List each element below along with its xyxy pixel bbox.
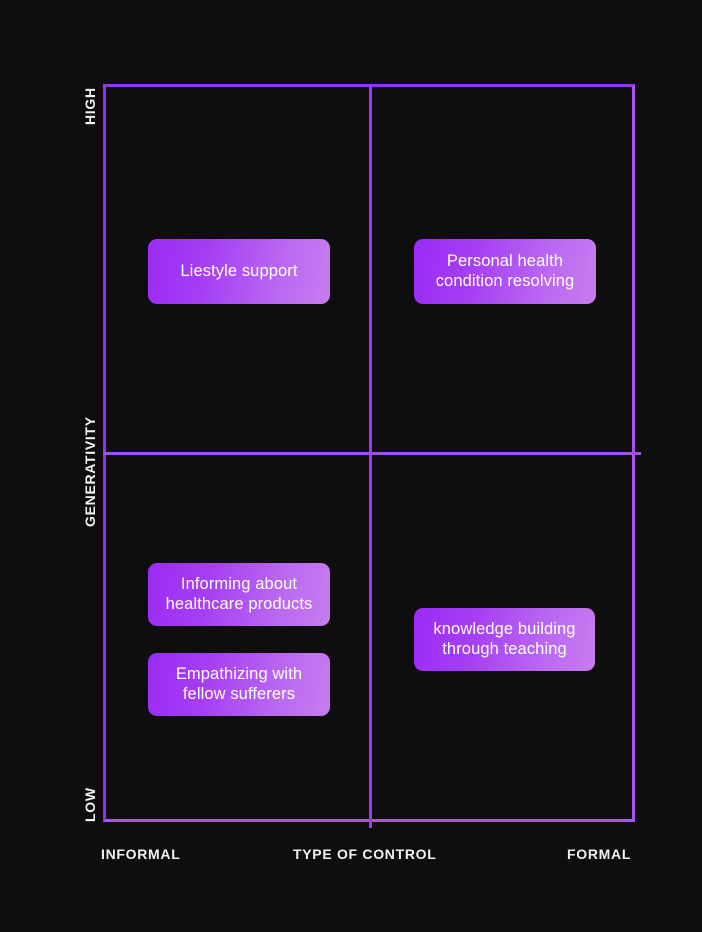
horizontal-divider (103, 452, 641, 455)
matrix-frame: Liestyle support Personal health conditi… (103, 84, 641, 828)
card-informing-about-healthcare-products[interactable]: Informing about healthcare products (148, 563, 330, 626)
y-axis-title: GENERATIVITY (82, 416, 98, 527)
card-lifestyle-support[interactable]: Liestyle support (148, 239, 330, 304)
x-axis-informal-label: INFORMAL (101, 846, 181, 862)
card-personal-health-condition-resolving[interactable]: Personal health condition resolving (414, 239, 596, 304)
y-axis-low-label: LOW (82, 787, 98, 822)
vertical-divider (369, 84, 372, 828)
x-axis-title: TYPE OF CONTROL (293, 846, 437, 862)
quadrant-bottom-left (106, 455, 369, 819)
x-axis-formal-label: FORMAL (567, 846, 632, 862)
card-knowledge-building-through-teaching[interactable]: knowledge building through teaching (414, 608, 595, 671)
y-axis-high-label: HIGH (82, 87, 98, 125)
card-empathizing-with-fellow-sufferers[interactable]: Empathizing with fellow sufferers (148, 653, 330, 716)
